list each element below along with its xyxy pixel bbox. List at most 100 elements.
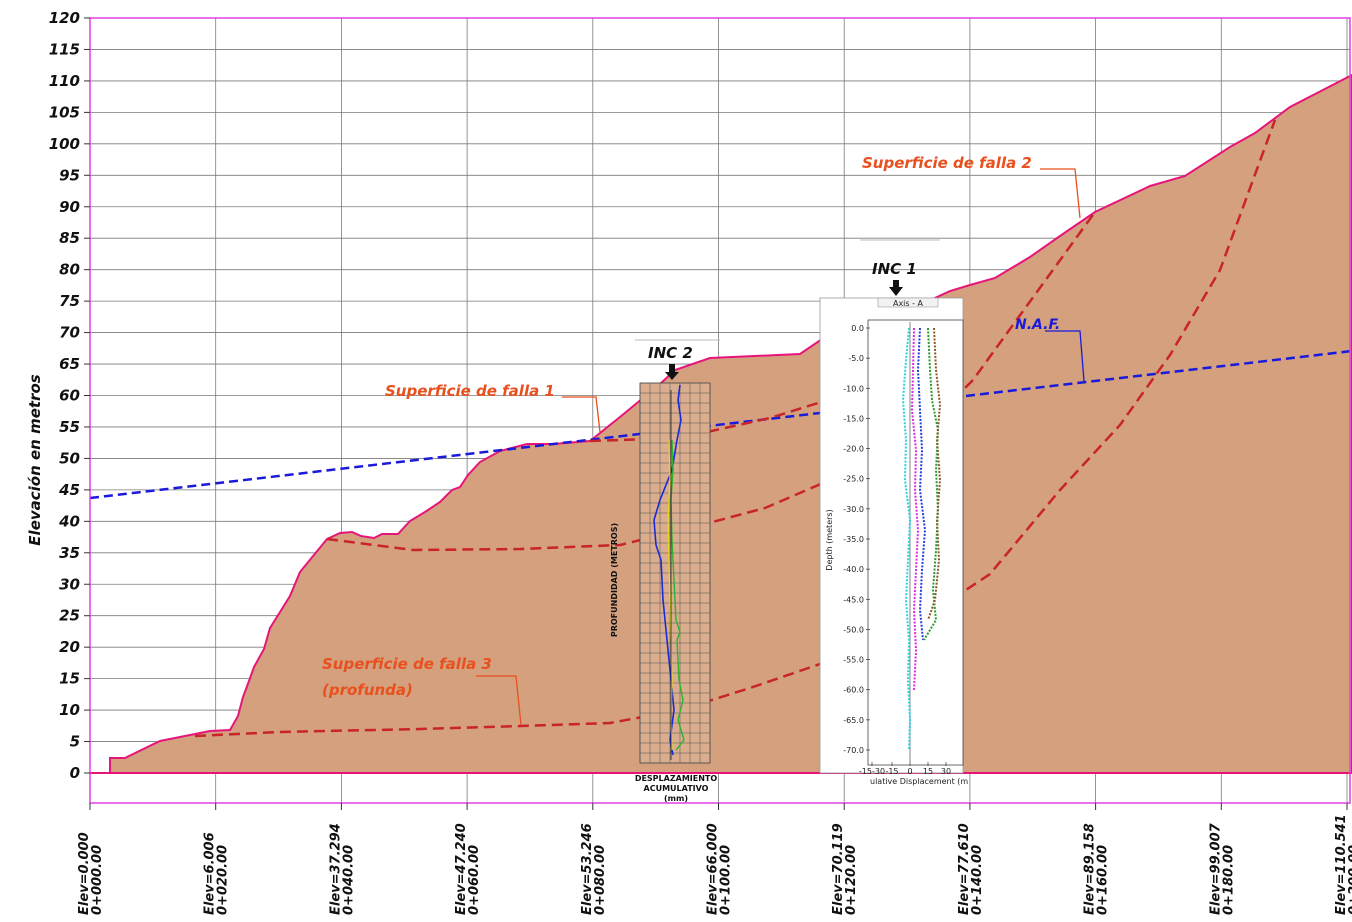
inc1-ytick-label: -30.0: [843, 505, 864, 514]
naf-label: N.A.F.: [1015, 317, 1060, 333]
falla3-label-1: Superficie de falla 3: [322, 655, 492, 673]
y-tick-label: 90: [59, 198, 80, 216]
inc1-header-box: [877, 297, 939, 308]
inc1-reading-brown: [927, 327, 942, 621]
y-tick-label: 85: [59, 229, 80, 247]
inc1-label: INC 1: [872, 260, 917, 278]
y-tick-label: 45: [58, 481, 80, 499]
x-label-station: 0+060.00: [467, 845, 482, 915]
plot-frame: [89, 17, 1351, 804]
inc2-grid: [639, 382, 711, 764]
inc1-plot-area: [867, 319, 964, 766]
x-label-station: 0+180.00: [1221, 845, 1236, 915]
x-label-elev: Elev=110.541: [1334, 814, 1349, 915]
inc1-ytick-label: -50.0: [843, 625, 864, 634]
falla2-leader: [1040, 168, 1081, 219]
y-tick-label: 115: [49, 40, 80, 58]
y-tick-label: 50: [59, 449, 80, 467]
inc1-ytick-label: -10.0: [843, 384, 864, 393]
y-tick-label: 10: [59, 701, 80, 719]
falla3-label-2: (profunda): [322, 681, 413, 699]
y-tick-label: 20: [59, 638, 80, 656]
inc1-reading-blue: [916, 327, 927, 641]
inc1-xtick-label: -15: [885, 767, 898, 776]
y-tick-label: 75: [59, 292, 80, 310]
x-label-station: 0+100.00: [719, 845, 734, 915]
inc1-ytick-label: -65.0: [843, 716, 864, 725]
x-label-elev: Elev=66.000: [706, 823, 721, 915]
x-label-elev: Elev=47.240: [454, 823, 469, 915]
x-label-elev: Elev=77.610: [957, 823, 972, 915]
inc1-ylabel: Depth (meters): [825, 509, 834, 570]
inc1-ytick-label: -40.0: [843, 565, 864, 574]
x-label-elev: Elev=0.000: [77, 832, 92, 915]
inc1-header: Axis - A: [893, 299, 924, 308]
inc1-xtick-label: -15-30: [859, 767, 885, 776]
y-tick-label: 5: [70, 733, 80, 751]
x-label-station: 0+080.00: [593, 845, 608, 915]
x-label-station: 0+120.00: [844, 845, 859, 915]
y-tick-label: 80: [59, 261, 80, 279]
inc2-reading-blue: [653, 384, 682, 756]
falla3-leader: [476, 675, 522, 726]
y-tick-label: 120: [49, 9, 80, 27]
inc2-label: INC 2: [648, 344, 693, 362]
x-label-station: 0+020.00: [216, 845, 231, 915]
y-tick-label: 60: [59, 387, 80, 405]
callouts: [476, 168, 1081, 726]
y-axis-title: Elevación en metros: [26, 374, 44, 545]
x-label-elev: Elev=53.246: [580, 823, 595, 915]
x-label-station: 0+160.00: [1096, 845, 1111, 915]
y-tick-label: 110: [49, 72, 80, 90]
inc1-arrow-icon: [889, 280, 903, 296]
y-tick-label: 70: [59, 324, 80, 342]
inc1-axis: 0.0-5.0-10.0-15.0-20.0-25.0-30.0-35.0-40…: [843, 322, 951, 776]
falla2-label: Superficie de falla 2: [862, 154, 1032, 172]
inc1-ytick-label: -15.0: [843, 414, 864, 423]
x-label-elev: Elev=37.294: [328, 823, 343, 915]
y-tick-label: 40: [58, 512, 80, 530]
y-tick-label: 65: [59, 355, 80, 373]
falla1-leader: [562, 396, 601, 433]
inc1-ytick-label: -45.0: [843, 595, 864, 604]
inc1-readings: [901, 327, 942, 751]
x-label-station: 0+140.00: [970, 845, 985, 915]
inc2-xlabel-2: ACUMULATIVO: [644, 784, 709, 793]
inc1-ytick-label: -55.0: [843, 656, 864, 665]
y-tick-label: 25: [59, 607, 80, 625]
y-tick-label: 30: [59, 575, 80, 593]
inc1-ytick-label: -70.0: [843, 746, 864, 755]
x-label-station: 0+000.00: [90, 845, 105, 915]
inc1-inset: Axis - A 0.0-5.0-10.0-15.0-20.0-25.0-30.…: [819, 297, 968, 786]
inc2-xlabel-1: DESPLAZAMIENTO: [635, 774, 718, 783]
x-label-elev: Elev=6.006: [203, 832, 218, 915]
inc1-xlabel: ulative Displacement (m: [870, 777, 968, 786]
inc1-ytick-label: -5.0: [848, 354, 864, 363]
y-tick-label: 0: [70, 764, 80, 782]
y-tick-label: 55: [59, 418, 80, 436]
inc2-xlabel-3: (mm): [664, 794, 688, 803]
x-label-station: 0+040.00: [341, 845, 356, 915]
y-tick-label: 100: [49, 135, 80, 153]
x-label-station: 0+200.00: [1347, 845, 1352, 915]
y-tick-label: 15: [59, 670, 80, 688]
y-tick-label: 95: [59, 166, 80, 184]
inc1-ytick-label: -35.0: [843, 535, 864, 544]
inc2-inset: PROFUNDIDAD (METROS) DESPLAZAMIENTO ACUM…: [610, 382, 718, 803]
inc1-ytick-label: -25.0: [843, 475, 864, 484]
failure-surface-2: [194, 119, 1277, 738]
x-label-elev: Elev=89.158: [1083, 823, 1098, 915]
inc1-reading-magenta: [910, 327, 920, 691]
inc1-xtick-label: 15: [923, 767, 933, 776]
y-tick-label: 105: [49, 103, 80, 121]
y-tick-label: 35: [59, 544, 80, 562]
y-axis-ticks: 1201151101051009590858075706560555045403…: [49, 9, 90, 782]
x-label-elev: Elev=99.007: [1208, 822, 1223, 915]
inc1-ytick-label: -20.0: [843, 445, 864, 454]
inc1-ytick-label: -60.0: [843, 686, 864, 695]
inc2-ylabel: PROFUNDIDAD (METROS): [610, 523, 619, 637]
inc2-arrow-icon: [665, 364, 679, 380]
inc1-xtick-label: 30: [941, 767, 951, 776]
